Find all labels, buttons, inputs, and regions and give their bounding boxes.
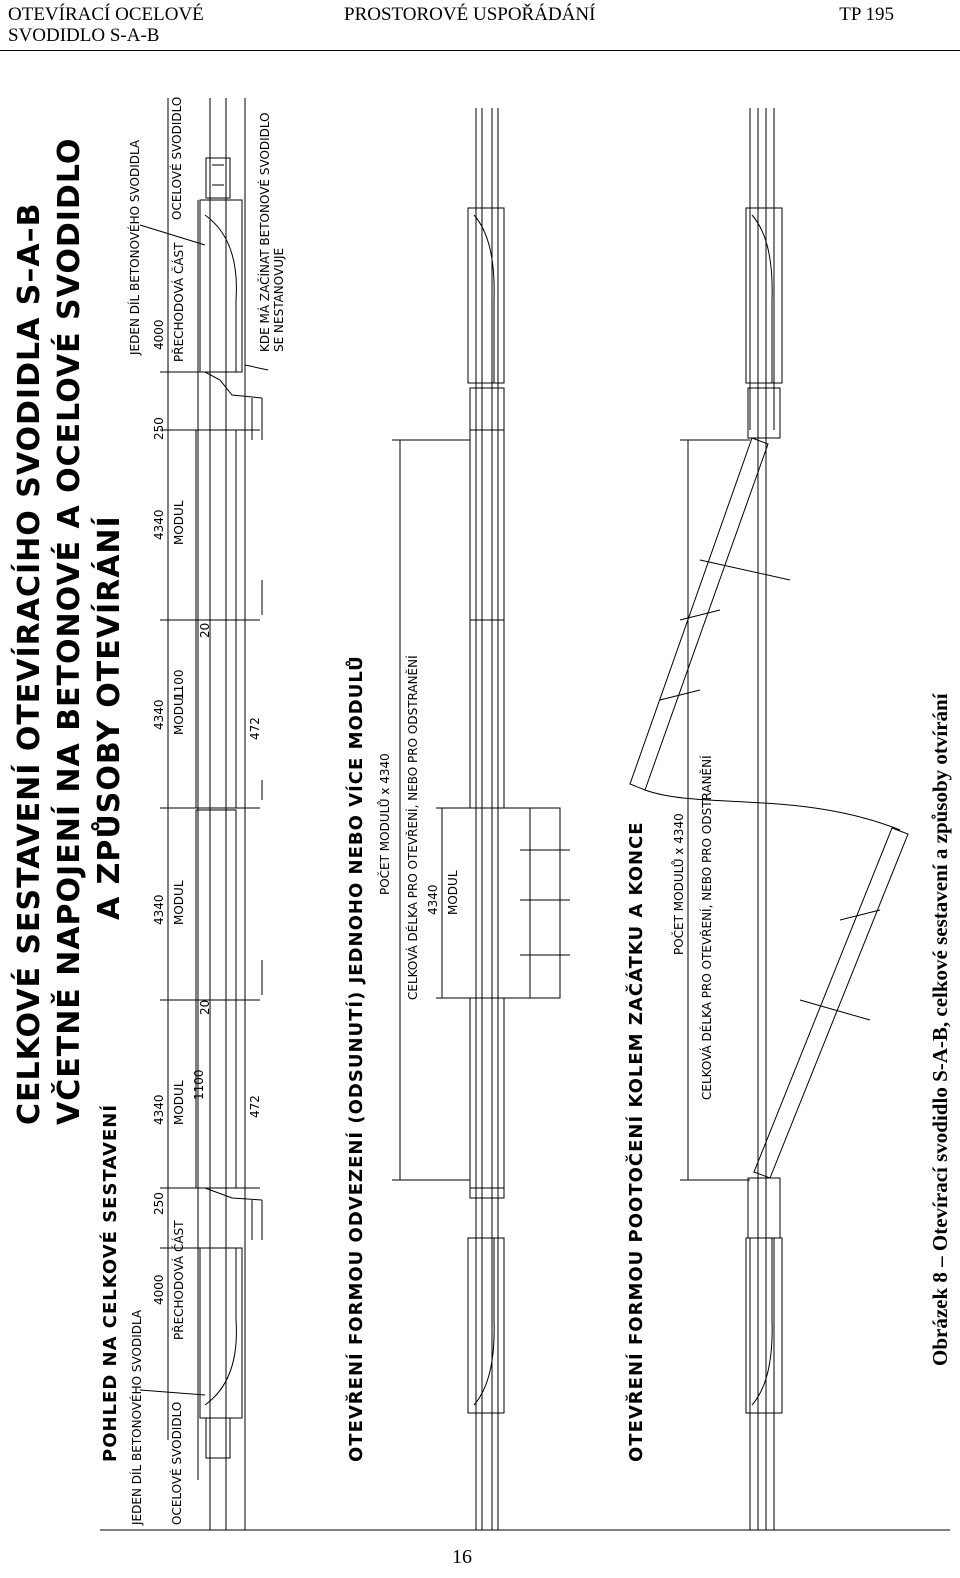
section-title-rotation: OTEVŘENÍ FORMOU POOTOČENÍ KOLEM ZAČÁTKU … bbox=[626, 821, 647, 1462]
label-pocet-modulu-rotation: POČET MODULŮ x 4340 bbox=[672, 813, 686, 955]
label-celkova-delka-rotation: CELKOVÁ DÉLKA PRO OTEVŘENÍ, NEBO PRO ODS… bbox=[700, 755, 714, 1100]
dim-4000-top: 4000 bbox=[152, 319, 166, 350]
dim-4340-a: 4340 bbox=[152, 509, 166, 540]
label-modul-a: MODUL bbox=[172, 500, 186, 545]
header-center: PROSTOROVÉ USPOŘÁDÁNÍ bbox=[344, 4, 596, 25]
dim-472-a: 472 bbox=[248, 717, 262, 740]
dim-250-bottom: 250 bbox=[152, 1192, 166, 1215]
dim-20-a: 20 bbox=[198, 622, 212, 638]
dim-4340-d: 4340 bbox=[152, 1094, 166, 1125]
label-prechodova-bottom: PŘECHODOVÁ ČÁST bbox=[172, 1220, 186, 1340]
dim-250-top: 250 bbox=[152, 417, 166, 440]
label-modul-c: MODUL bbox=[172, 880, 186, 925]
dim-4000-bottom: 4000 bbox=[152, 1274, 166, 1305]
dim-4340-removal: 4340 bbox=[426, 884, 440, 915]
dim-20-b: 20 bbox=[198, 999, 212, 1015]
header-rule bbox=[0, 50, 960, 51]
label-celkova-delka-removal: CELKOVÁ DÉLKA PRO OTEVŘENÍ, NEBO PRO ODS… bbox=[406, 655, 420, 1000]
dim-4340-c: 4340 bbox=[152, 894, 166, 925]
label-pocet-modulu-removal: POČET MODULŮ x 4340 bbox=[378, 753, 392, 895]
assembly-view bbox=[139, 98, 269, 1530]
dim-1100-a: 1100 bbox=[172, 669, 186, 700]
dim-472-b: 472 bbox=[248, 1095, 262, 1118]
header-right: TP 195 bbox=[839, 4, 894, 25]
header-left-line1: OTEVÍRACÍ OCELOVÉ bbox=[8, 4, 204, 25]
label-ocelove-bottom: OCELOVÉ SVODIDLO bbox=[170, 1401, 184, 1525]
drawing-title-line3: A ZPŮSOBY OTEVÍRÁNÍ bbox=[92, 515, 127, 920]
section-title-assembly: POHLED NA CELKOVÉ SESTAVENÍ bbox=[100, 1103, 121, 1462]
dim-1100-b: 1100 bbox=[192, 1069, 206, 1100]
header-left-line2: SVODIDLO S-A-B bbox=[8, 25, 160, 46]
figure-caption: Obrázek 8 – Otevírací svodidlo S-A-B, ce… bbox=[928, 693, 952, 1366]
label-prechodova-top: PŘECHODOVÁ ČÁST bbox=[172, 242, 186, 362]
drawing-title-line2: VČETNĚ NAPOJENÍ NA BETONOVÉ A OCELOVÉ SV… bbox=[52, 137, 87, 1125]
removal-view bbox=[392, 108, 570, 1530]
label-kde-ma-line1: KDE MÁ ZAČÍNAT BETONOVÉ SVODIDLO bbox=[258, 112, 272, 352]
label-jeden-dil-top: JEDEN DÍL BETONOVÉHO SVODIDLA bbox=[128, 139, 142, 355]
label-modul-d: MODUL bbox=[172, 1080, 186, 1125]
label-kde-ma-line2: SE NESTANOVUJE bbox=[272, 247, 286, 352]
header-left: OTEVÍRACÍ OCELOVÉ SVODIDLO S-A-B bbox=[8, 4, 204, 46]
label-ocelove-top: OCELOVÉ SVODIDLO bbox=[170, 96, 184, 220]
dim-4340-b: 4340 bbox=[152, 699, 166, 730]
rotation-view bbox=[629, 108, 909, 1530]
drawing-title-line1: CELKOVÉ SESTAVENÍ OTEVÍRACÍHO SVODIDLA S… bbox=[12, 202, 47, 1125]
page-number: 16 bbox=[452, 1546, 472, 1568]
section-title-removal: OTEVŘENÍ FORMOU ODVEZENÍ (ODSUNUTÍ) JEDN… bbox=[346, 655, 367, 1462]
label-jeden-dil-bottom: JEDEN DÍL BETONOVÉHO SVODIDLA bbox=[130, 1309, 144, 1525]
label-modul-removal: MODUL bbox=[446, 870, 460, 915]
